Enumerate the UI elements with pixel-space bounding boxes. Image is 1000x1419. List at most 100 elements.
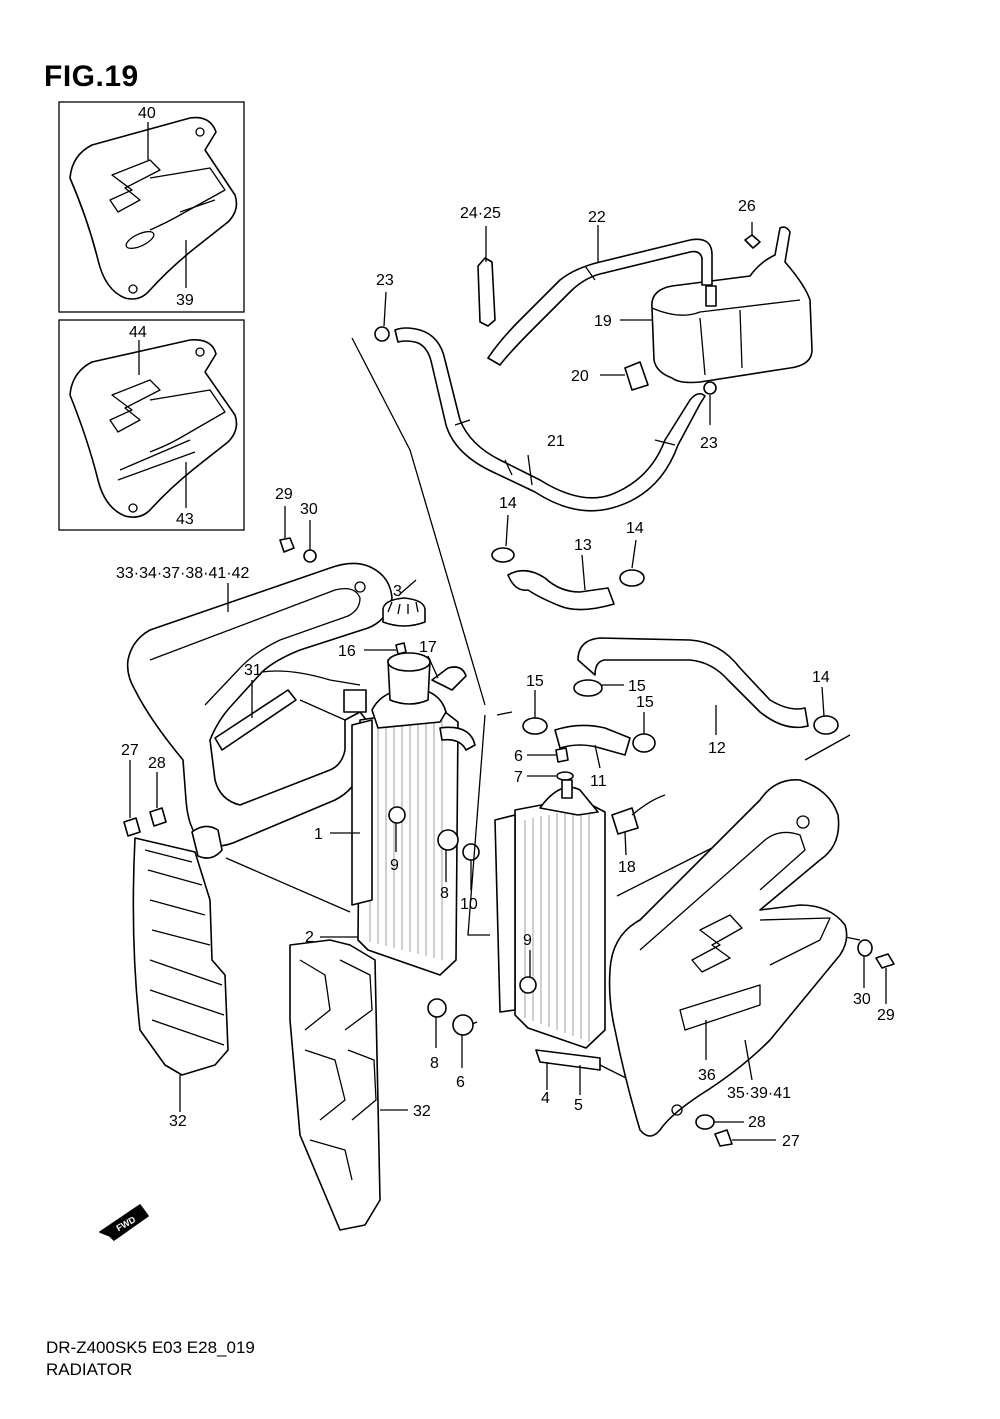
bolt-27 — [714, 1129, 733, 1147]
mount-hole — [354, 581, 366, 593]
callout-15: 15 — [526, 673, 544, 690]
inset-frame — [58, 319, 245, 531]
callout-6: 6 — [514, 748, 523, 765]
shroud-decal-43 — [69, 338, 238, 518]
callout-27: 27 — [782, 1133, 800, 1150]
fwd-marker: FWD — [99, 1204, 149, 1241]
bolt-26 — [744, 234, 761, 249]
radiator-bottom — [535, 1049, 601, 1071]
washer-7 — [556, 771, 574, 781]
thermo-switch-18 — [611, 807, 639, 835]
rubber-mount — [343, 689, 367, 713]
callout-21: 21 — [547, 433, 565, 450]
radiator-louver-32-center — [289, 939, 408, 1231]
hose-clamp-14 — [619, 569, 645, 587]
bolt-6 — [555, 747, 569, 763]
callout-23: 23 — [376, 272, 394, 289]
suzuki-logo-decal — [691, 914, 743, 973]
reservoir-tank — [651, 226, 813, 384]
callout-9: 9 — [390, 857, 399, 874]
leader-line — [744, 1039, 753, 1081]
callout-1: 1 — [314, 826, 323, 843]
callout-labels: 40 39 44 43 29 30 33·34·37·38·41·42 24·2… — [116, 105, 895, 1150]
radiator-shroud-35 — [608, 779, 848, 1137]
screw-16 — [395, 642, 407, 655]
callout-3: 3 — [393, 583, 402, 600]
mount-hole — [195, 127, 205, 137]
washer-30 — [303, 549, 317, 563]
callout-32: 32 — [413, 1103, 431, 1120]
drz-emblem — [679, 984, 761, 1031]
callout-31: 31 — [244, 662, 262, 679]
callout-14: 14 — [626, 520, 644, 537]
callout-30: 30 — [853, 991, 871, 1008]
hardware-right — [695, 939, 895, 1147]
filler-neck — [387, 652, 431, 672]
leader-line — [527, 454, 533, 486]
callout-44: 44 — [129, 324, 147, 341]
callout-19: 19 — [594, 313, 612, 330]
hose-clamp-15 — [522, 717, 548, 735]
callout-32: 32 — [169, 1113, 187, 1130]
bolt-29 — [875, 953, 895, 969]
callout-23: 23 — [700, 435, 718, 452]
tank-cushion-20 — [624, 361, 649, 391]
callout-26: 26 — [738, 198, 756, 215]
callout-4: 4 — [541, 1090, 550, 1107]
leader-line — [594, 744, 601, 769]
bracket-body — [126, 562, 393, 847]
overflow-hose-22 — [487, 238, 713, 366]
callout-9: 9 — [523, 932, 532, 949]
reservoir-tank-assembly — [374, 222, 813, 512]
decal-stripe — [149, 389, 226, 453]
leader-line — [505, 514, 509, 547]
reference-lines — [225, 337, 861, 1086]
collar-28 — [695, 1114, 715, 1130]
mount-hole — [128, 503, 138, 513]
radiator-mount-9 — [519, 976, 537, 994]
radiator-left-1 — [320, 652, 480, 976]
model-code: DR-Z400SK5 E03 E28_019 — [46, 1338, 255, 1357]
hose-clamp-14 — [813, 715, 839, 735]
radiator-louver-32-left — [132, 837, 229, 1112]
callout-10: 10 — [460, 896, 478, 913]
callout-5: 5 — [574, 1097, 583, 1114]
mount-hole — [796, 815, 810, 829]
callout-7: 7 — [514, 769, 523, 786]
callout-20: 20 — [571, 368, 589, 385]
leader-line — [383, 291, 387, 327]
radiator-core — [514, 797, 606, 1049]
leader-line — [399, 579, 417, 595]
callout-16: 16 — [338, 643, 356, 660]
callout-30: 30 — [300, 501, 318, 518]
hose-clamp-14 — [491, 547, 515, 563]
callout-14: 14 — [499, 495, 517, 512]
radiator-hose-12 — [573, 637, 839, 735]
drz-emblem — [125, 230, 155, 250]
callout-15: 15 — [628, 678, 646, 695]
grommet-6 — [452, 1014, 474, 1036]
callout-12: 12 — [708, 740, 726, 757]
radiator-bracket-33 — [126, 562, 393, 859]
fwd-arrow-icon — [99, 1204, 149, 1241]
radiator-right-4 — [427, 779, 606, 1095]
decal-stripe — [149, 167, 226, 231]
shroud-body — [608, 779, 848, 1137]
hardware-27-28-left — [123, 760, 167, 837]
leader-line — [581, 554, 586, 591]
hardware-29-30-upper — [279, 506, 317, 563]
mount-hole — [671, 1104, 683, 1116]
collar-28 — [149, 807, 167, 827]
callout-15: 15 — [636, 694, 654, 711]
callout-28: 28 — [748, 1114, 766, 1131]
bolt-29 — [279, 537, 295, 553]
callout-11: 11 — [590, 773, 607, 790]
callout-35-39-41: 35·39·41 — [727, 1085, 791, 1102]
louver-panel — [132, 837, 229, 1076]
leader-line — [427, 655, 439, 679]
hose-17 — [431, 666, 467, 691]
leader-line — [631, 539, 637, 569]
callout-29: 29 — [877, 1007, 895, 1024]
mount-hole — [128, 284, 138, 294]
